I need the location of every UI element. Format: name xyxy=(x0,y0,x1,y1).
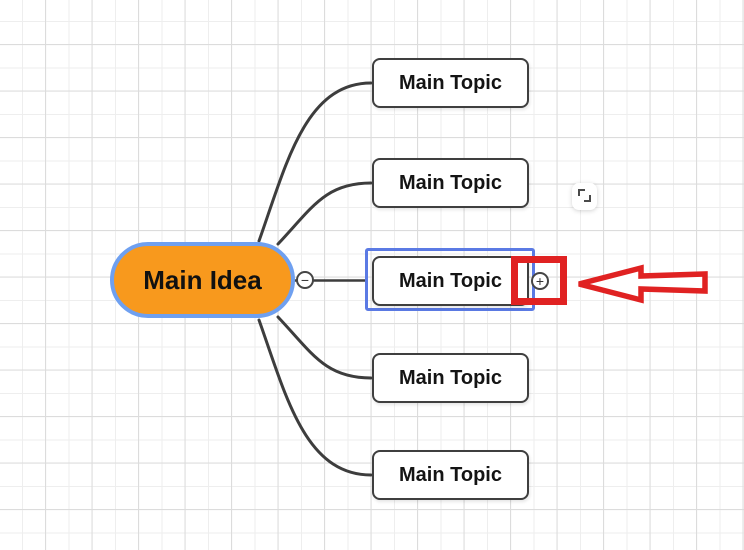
central-node-main-idea[interactable]: Main Idea xyxy=(110,242,295,318)
plus-icon: + xyxy=(535,273,545,289)
topic-node-3-selected[interactable]: Main Topic xyxy=(372,256,529,306)
branch-curve-topic-5 xyxy=(257,318,373,477)
topic-node-2[interactable]: Main Topic xyxy=(372,158,529,208)
central-node-label: Main Idea xyxy=(143,264,262,295)
topic-node-label: Main Topic xyxy=(399,463,502,486)
topic-node-4[interactable]: Main Topic xyxy=(372,353,529,403)
minus-icon: − xyxy=(300,272,310,288)
add-subtopic-button[interactable]: + xyxy=(531,272,549,290)
topic-node-label: Main Topic xyxy=(399,269,502,292)
left-arrow-icon xyxy=(578,264,708,304)
expand-icon xyxy=(578,189,585,196)
expand-icon xyxy=(584,195,591,202)
annotation-highlight-box xyxy=(511,256,567,305)
topic-node-5[interactable]: Main Topic xyxy=(372,450,529,500)
collapse-branch-button[interactable]: − xyxy=(296,271,314,289)
branch-curve-topic-4 xyxy=(276,315,373,380)
topic-node-label: Main Topic xyxy=(399,71,502,94)
topic-node-label: Main Topic xyxy=(399,366,502,389)
branch-curve-topic-2 xyxy=(276,181,373,246)
topic-node-label: Main Topic xyxy=(399,171,502,194)
branch-curve-topic-1 xyxy=(257,81,373,243)
topic-node-1[interactable]: Main Topic xyxy=(372,58,529,108)
expand-button[interactable] xyxy=(572,183,597,210)
